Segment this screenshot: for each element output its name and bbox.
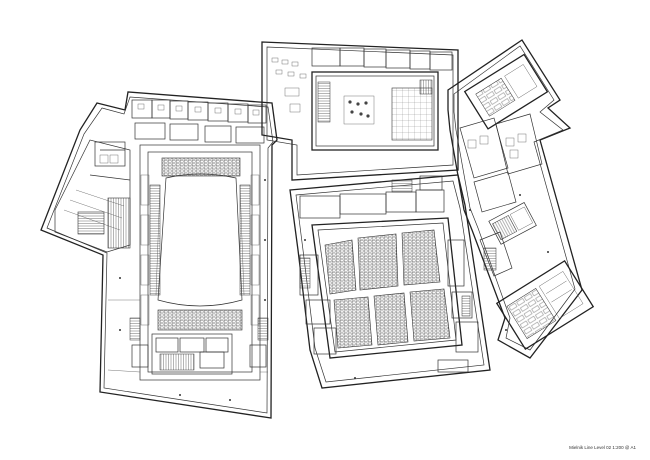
left-wing	[40, 91, 278, 419]
center-auditorium-block	[289, 174, 491, 389]
center-top-block	[261, 41, 459, 181]
drawing-caption: Mielnik Line Level 02 1:200 @ A1	[569, 445, 636, 450]
right-wing	[447, 39, 595, 359]
